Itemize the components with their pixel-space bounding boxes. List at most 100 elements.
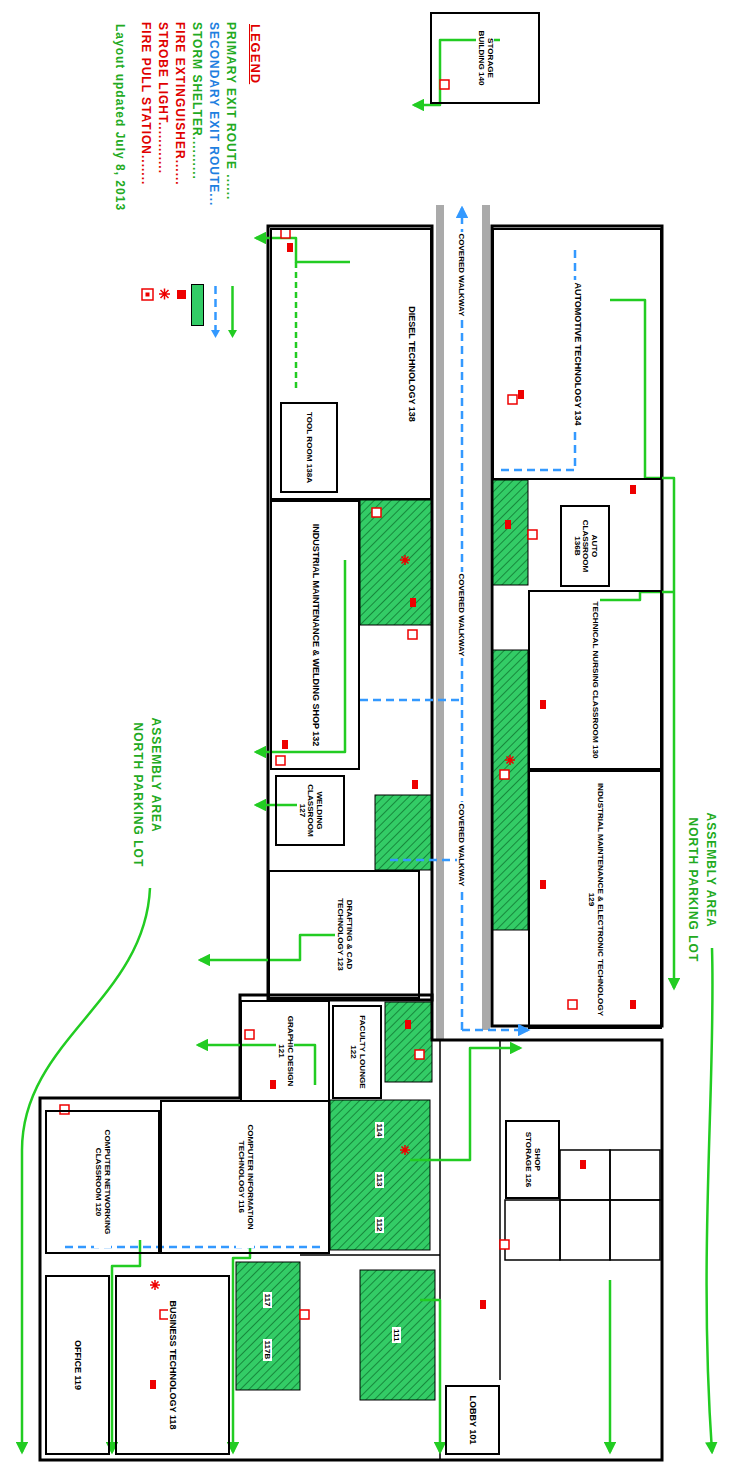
room-label: AUTOMOTIVE TECHNOLOGY 134 (572, 280, 582, 427)
storm-shelter-area (330, 1100, 430, 1250)
room-number: 113 (375, 1172, 384, 1189)
room-box: WELDING CLASSROOM 127 (275, 775, 345, 846)
room-box: AUTOMOTIVE TECHNOLOGY 134 (492, 228, 662, 480)
map-note: LEGEND (247, 22, 262, 86)
primary-exit-route (22, 40, 713, 1452)
map-note: NORTH PARKING LOT (130, 721, 144, 870)
room-number: 117B (263, 1339, 272, 1362)
covered-walkway (436, 205, 490, 1040)
fire-extinguisher (150, 243, 636, 1389)
fire-pull-station (415, 1050, 424, 1059)
legend-text: FIRE PULL STATION....... (137, 22, 154, 185)
primary-exit-route (609, 1280, 612, 1452)
legend-row: STROBE LIGHT............ (156, 22, 173, 352)
legend-row: PRIMARY EXIT ROUTE ...... (224, 22, 241, 352)
legend-sample (139, 284, 156, 344)
covered-walkway (436, 205, 444, 1040)
legend-text: STROBE LIGHT............ (154, 22, 171, 174)
interior-wall (610, 1200, 660, 1260)
primary-exit-route (200, 935, 350, 960)
room-label: STORAGE BUILDING 140 (476, 18, 494, 98)
strobe-light (505, 755, 515, 765)
primary-exit-route (22, 888, 150, 1452)
legend-sample (173, 284, 190, 344)
fire-pull-station (528, 530, 537, 539)
room-box: COMPUTER INFORMATION TECHNOLOGY 116 (160, 1100, 330, 1254)
room-box: INDUSTRIAL MAINTENANCE & ELECTRONIC TECH… (528, 770, 662, 1029)
room-label: AUTO CLASSROOM 136B (572, 511, 599, 581)
legend-icon (177, 290, 186, 299)
interior-wall (300, 1040, 660, 1460)
room-label: COMPUTER NETWORKING CLASSROOM 120 (94, 1116, 112, 1248)
fire-extinguisher (412, 780, 418, 789)
fire-pull-station (568, 1000, 577, 1009)
legend-icon (159, 289, 170, 300)
room-label: GRAPHIC DESIGN 121 (276, 1006, 294, 1096)
room-box: DRAFTING & CAD TECHNOLOGY 123 (268, 870, 420, 999)
fire-extinguisher (505, 520, 511, 529)
legend-row: STORM SHELTER.......... (190, 22, 207, 352)
legend-row: FIRE EXTINGUISHER...... (173, 22, 190, 352)
room-box: BUSINESS TECHNOLOGY 118 (115, 1275, 230, 1455)
room-number: 114 (375, 1122, 384, 1139)
room-number: 111 (392, 1327, 401, 1343)
fire-extinguisher (630, 1000, 636, 1009)
interior-wall (505, 1200, 560, 1260)
building-wall (40, 226, 662, 1460)
fire-pull-station (300, 1310, 309, 1319)
primary-exit-route (198, 1045, 315, 1085)
map-note: NORTH PARKING LOT (685, 816, 699, 965)
room-label: DRAFTING & CAD TECHNOLOGY 123 (335, 876, 353, 993)
legend-sample (224, 284, 241, 344)
interior-wall (560, 1150, 610, 1200)
secondary-exit-route (390, 859, 462, 862)
secondary-exit-route (462, 1029, 528, 1032)
room-box: LOBBY 101 (445, 1385, 500, 1455)
legend-text: SECONDARY EXIT ROUTE... (205, 22, 222, 206)
legend-text: STORM SHELTER.......... (188, 22, 205, 180)
room-number: COVERED WALKWAY (457, 572, 466, 659)
strobe-light (150, 555, 515, 1290)
legend-arrowhead (228, 330, 237, 338)
fire-extinguisher (540, 700, 546, 709)
fire-extinguisher (282, 740, 288, 749)
primary-exit-route (707, 948, 713, 1452)
map-note: ASSEMBLY AREA (148, 716, 162, 835)
fire-extinguisher (518, 390, 524, 399)
room-label: TOOL ROOM 138A (305, 410, 314, 485)
strobe-light (400, 1145, 410, 1155)
room-number: COVERED WALKWAY (457, 802, 466, 889)
room-label: TECHNICAL NURSING CLASSROOM 130 (591, 600, 600, 761)
primary-exit-route (420, 1300, 440, 1452)
secondary-exit-route (500, 250, 575, 470)
legend-line (214, 286, 217, 330)
room-box: INDUSTRIAL MAINTENANCE & WELDING SHOP 13… (270, 500, 360, 770)
room-box: TOOL ROOM 138A (280, 402, 338, 493)
legend-arrowhead (211, 330, 220, 338)
fire-pull-station (60, 80, 577, 1319)
covered-walkway (482, 205, 490, 1030)
primary-exit-route (410, 1048, 520, 1160)
legend-text: PRIMARY EXIT ROUTE ...... (222, 22, 239, 200)
storm-shelter-area (236, 1262, 300, 1390)
room-box: OFFICE 119 (45, 1275, 110, 1455)
legend-line (231, 286, 234, 330)
room-box: STORAGE BUILDING 140 (430, 12, 540, 104)
primary-exit-route (600, 592, 674, 600)
storm-shelter-area (492, 480, 528, 585)
secondary-exit-route (60, 208, 575, 1247)
room-label: WELDING CLASSROOM 127 (297, 781, 324, 840)
fire-pull-station (500, 770, 509, 779)
strobe-light (400, 555, 410, 565)
map-note: Layout updated July 8, 2013 (112, 22, 126, 213)
room-number: 117 (263, 1292, 272, 1309)
room-box: TECHNICAL NURSING CLASSROOM 130 (528, 590, 662, 770)
room-label: INDUSTRIAL MAINTENANCE & WELDING SHOP 13… (310, 522, 320, 749)
fire-pull-station (508, 395, 517, 404)
legend-swatch (191, 284, 204, 326)
interior-wall (560, 1200, 610, 1260)
legend-sample (156, 284, 173, 344)
fire-pull-station (276, 756, 285, 765)
legend-sample (207, 284, 224, 344)
